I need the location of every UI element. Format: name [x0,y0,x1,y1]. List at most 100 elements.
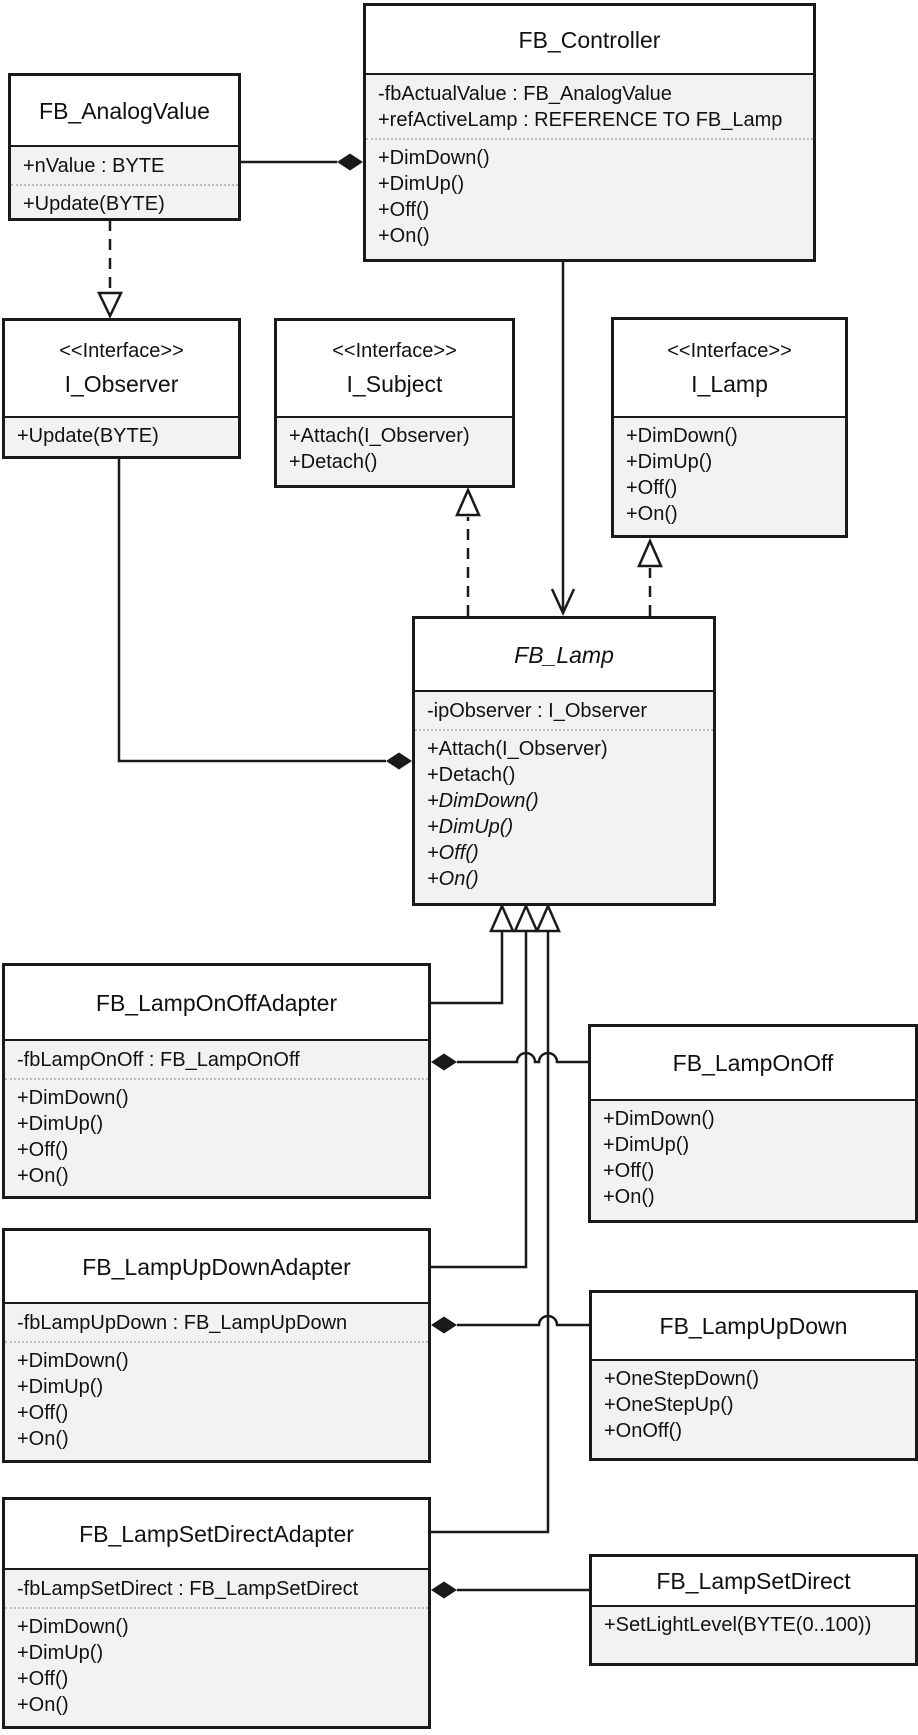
attributes-compartment: +nValue : BYTE [11,147,238,184]
method: +Update(BYTE) [17,425,159,447]
class-fb-lampupdownadapter: FB_LampUpDownAdapter -fbLampUpDown : FB_… [2,1228,431,1463]
association-controller-lamp [550,262,576,617]
method: +Detach() [289,451,378,473]
class-title-bar: FB_LampSetDirectAdapter [5,1500,428,1568]
method: +On() [17,1428,69,1450]
class-compartments: -ipObserver : I_Observer +Attach(I_Obser… [415,690,713,903]
method: +DimUp() [378,173,465,195]
methods-compartment: +Attach(I_Observer) +Detach() +DimDown()… [415,729,713,897]
method: +SetLightLevel(BYTE(0..100)) [604,1614,872,1636]
class-name: I_Subject [346,371,443,397]
method: +On() [626,503,678,525]
method: +Attach(I_Observer) [427,738,608,760]
attribute: +nValue : BYTE [23,155,165,177]
class-fb-lampsetdirect: FB_LampSetDirect +SetLightLevel(BYTE(0..… [589,1554,918,1666]
methods-compartment: +DimDown() +DimUp() +Off() +On() [614,418,845,532]
class-name: FB_LampUpDown [659,1313,848,1339]
class-compartments: +nValue : BYTE +Update(BYTE) [11,145,238,218]
stereotype-label: <<Interface>> [667,339,792,362]
method: +Off() [603,1160,655,1182]
method: +DimDown() [17,1350,129,1372]
method: +OneStepDown() [604,1368,760,1390]
composition-lamp-observer [117,458,412,770]
realization-lamp-subject [455,486,481,616]
method: +DimDown() [626,425,738,447]
method: +DimUp() [17,1376,104,1398]
attributes-compartment: -fbLampOnOff : FB_LampOnOff [5,1041,428,1078]
method: +On() [378,225,430,247]
class-compartments: -fbLampSetDirect : FB_LampSetDirect +Dim… [5,1568,428,1726]
class-title-bar: FB_AnalogValue [11,76,238,145]
attribute: -fbLampUpDown : FB_LampUpDown [17,1312,348,1334]
class-compartments: -fbLampOnOff : FB_LampOnOff +DimDown() +… [5,1039,428,1196]
methods-compartment: +Update(BYTE) [11,184,238,218]
class-title-bar: <<Interface>> I_Lamp [614,320,845,416]
method: +On() [17,1165,69,1187]
methods-compartment: +DimDown() +DimUp() +Off() +On() [5,1607,428,1723]
class-compartments: +Attach(I_Observer) +Detach() [277,416,512,485]
attributes-compartment: -fbLampSetDirect : FB_LampSetDirect [5,1570,428,1607]
class-title-bar: FB_LampUpDown [592,1293,915,1359]
method: +DimDown() [17,1087,129,1109]
methods-compartment: +Update(BYTE) [5,418,238,454]
class-fb-lampupdown: FB_LampUpDown +OneStepDown() +OneStepUp(… [589,1290,918,1461]
composition-setdirectadapter-setdirect [431,1581,589,1599]
composition-onoffadapter-onoff [431,1051,588,1071]
attribute: -fbLampSetDirect : FB_LampSetDirect [17,1578,359,1600]
method: +DimDown() [378,147,490,169]
realization-analogvalue-observer [97,220,123,319]
methods-compartment: +DimDown() +DimUp() +Off() +On() [5,1078,428,1194]
class-compartments: -fbActualValue : FB_AnalogValue +refActi… [366,73,813,259]
class-title-bar: FB_LampUpDownAdapter [5,1231,428,1302]
class-i-subject: <<Interface>> I_Subject +Attach(I_Observ… [274,318,515,488]
method: +Off() [626,477,678,499]
class-title-bar: FB_LampOnOff [591,1027,915,1099]
class-compartments: +DimDown() +DimUp() +Off() +On() [591,1099,915,1220]
methods-compartment: +SetLightLevel(BYTE(0..100)) [592,1607,915,1643]
methods-compartment: +DimDown() +DimUp() +Off() +On() [5,1341,428,1457]
method: +Attach(I_Observer) [289,425,470,447]
methods-compartment: +DimDown() +DimUp() +Off() +On() [591,1101,915,1215]
method: +Off() [17,1402,69,1424]
class-name: I_Lamp [691,370,768,397]
class-name: FB_LampSetDirectAdapter [79,1521,354,1547]
abstract-method: +DimUp() [427,816,514,838]
attributes-compartment: -fbActualValue : FB_AnalogValue +refActi… [366,75,813,138]
composition-controller-analogvalue [240,153,363,171]
class-title-bar: FB_LampSetDirect [592,1557,915,1605]
class-name: FB_LampUpDownAdapter [82,1253,351,1280]
stereotype-label: <<Interface>> [59,340,184,362]
generalization-setdirectadapter-lamp [431,902,561,1534]
abstract-method: +Off() [427,842,479,864]
class-title-bar: FB_Controller [366,6,813,73]
class-name: FB_LampOnOffAdapter [95,989,338,1016]
methods-compartment: +DimDown() +DimUp() +Off() +On() [366,138,813,254]
class-title-bar: FB_LampOnOffAdapter [5,966,428,1039]
method: +OnOff() [604,1420,682,1442]
method: +OneStepUp() [604,1394,734,1416]
methods-compartment: +OneStepDown() +OneStepUp() +OnOff() [592,1361,915,1449]
realization-lamp-ilamp [637,537,663,616]
generalization-onoffadapter-lamp [431,902,515,1005]
abstract-method: +On() [427,868,479,890]
class-name: FB_LampSetDirect [656,1568,851,1594]
attribute: +refActiveLamp : REFERENCE TO FB_Lamp [378,109,783,131]
class-title-bar: <<Interface>> I_Observer [5,321,238,416]
class-compartments: +SetLightLevel(BYTE(0..100)) [592,1605,915,1663]
class-name: FB_Lamp [514,641,614,668]
class-name: FB_Controller [518,26,661,53]
class-fb-analogvalue: FB_AnalogValue +nValue : BYTE +Update(BY… [8,73,241,221]
class-compartments: +OneStepDown() +OneStepUp() +OnOff() [592,1359,915,1458]
class-name: I_Observer [64,371,179,397]
method: +DimUp() [626,451,713,473]
methods-compartment: +Attach(I_Observer) +Detach() [277,418,512,480]
class-i-observer: <<Interface>> I_Observer +Update(BYTE) [2,318,241,459]
class-fb-controller: FB_Controller -fbActualValue : FB_Analog… [363,3,816,262]
class-compartments: -fbLampUpDown : FB_LampUpDown +DimDown()… [5,1302,428,1460]
method: +Detach() [427,764,516,786]
method: +Off() [17,1668,69,1690]
class-fb-lamponoff: FB_LampOnOff +DimDown() +DimUp() +Off() … [588,1024,918,1223]
class-name: FB_AnalogValue [39,97,210,124]
class-compartments: +DimDown() +DimUp() +Off() +On() [614,416,845,535]
